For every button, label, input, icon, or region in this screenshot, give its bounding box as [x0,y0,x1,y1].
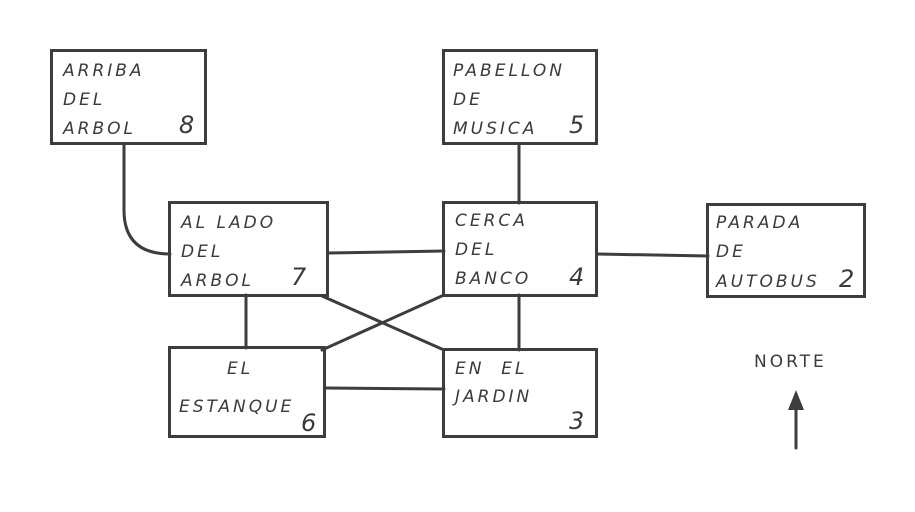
north-arrow-icon [788,390,804,450]
node-label-line: BANCO [455,269,532,289]
node-label-line: PABELLON [453,61,565,81]
node-pabellon-de-musica: PABELLON DE MUSICA 5 [442,49,598,145]
node-number: 5 [569,111,585,139]
node-label-line: CERCA [455,211,528,231]
link-4-2 [595,252,710,258]
node-cerca-del-banco: CERCA DEL BANCO 4 [442,201,598,297]
node-label-line: ARBOL [181,271,254,291]
node-label-line: DEL [63,90,106,110]
link-6-3 [323,386,446,391]
node-number: 7 [291,263,307,291]
node-el-estanque: EL ESTANQUE 6 [168,346,326,438]
node-label-line: PARADA [716,213,804,233]
node-label-line: EN EL [455,359,528,379]
node-number: 6 [301,409,317,437]
north-label: NORTE [754,352,827,372]
node-number: 4 [569,263,585,291]
link-8-7 [122,142,172,256]
node-number: 8 [179,111,195,139]
link-7-4 [326,249,446,255]
link-4-6 [320,293,446,352]
node-al-lado-del-arbol: AL LADO DEL ARBOL 7 [168,201,329,297]
node-label-line: AL LADO [181,213,277,233]
node-label-line: DEL [181,242,224,262]
node-label-line: DE [453,90,483,110]
node-parada-de-autobus: PARADA DE AUTOBUS 2 [706,203,866,298]
node-arriba-del-arbol: ARRIBA DEL ARBOL 8 [50,49,207,145]
node-label-line: EL [227,359,254,379]
node-number: 2 [839,265,855,293]
node-label-line: JARDIN [455,387,533,407]
node-label-line: DE [716,242,746,262]
node-label-line: ARBOL [63,119,136,139]
node-label-line: ARRIBA [63,61,145,81]
node-label-line: AUTOBUS [716,272,820,292]
node-en-el-jardin: EN EL JARDIN 3 [442,348,598,438]
node-label-line: ESTANQUE [179,397,295,417]
node-number: 3 [569,407,585,435]
node-label-line: MUSICA [453,119,538,139]
node-label-line: DEL [455,240,498,260]
